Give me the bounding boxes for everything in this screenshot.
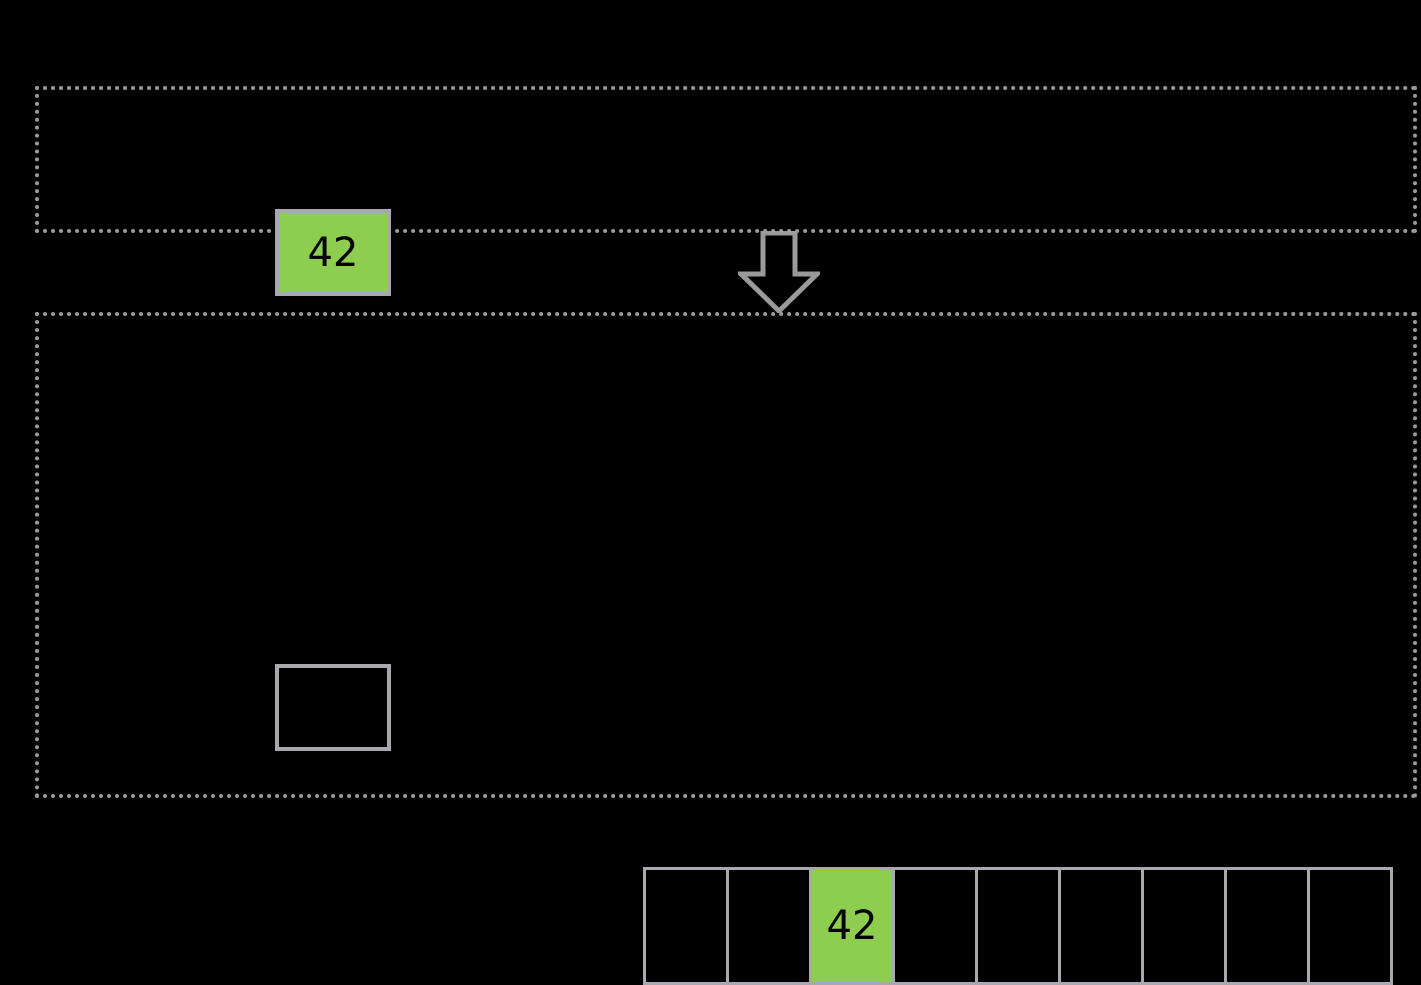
source-value-text: 42 — [307, 229, 359, 276]
array-cell-4[interactable] — [975, 867, 1061, 985]
source-value-box[interactable]: 42 — [275, 209, 391, 296]
array-cell-5[interactable] — [1058, 867, 1144, 985]
array-cell-0[interactable] — [643, 867, 729, 985]
target-value-box[interactable] — [275, 664, 391, 751]
array-container: 42 — [643, 867, 1393, 985]
array-cell-8[interactable] — [1307, 867, 1393, 985]
visualization-canvas: 42 42 — [35, 86, 1417, 985]
array-cell-3[interactable] — [892, 867, 978, 985]
array-cell-2-value: 42 — [826, 903, 878, 949]
after-state-panel: 42 — [35, 312, 1417, 985]
array-cell-6[interactable] — [1141, 867, 1227, 985]
array-cell-2[interactable]: 42 — [809, 867, 895, 985]
before-state-panel: 42 — [35, 86, 1417, 296]
array-cell-7[interactable] — [1224, 867, 1310, 985]
array-cell-1[interactable] — [726, 867, 812, 985]
arrow-down-icon — [738, 231, 820, 313]
